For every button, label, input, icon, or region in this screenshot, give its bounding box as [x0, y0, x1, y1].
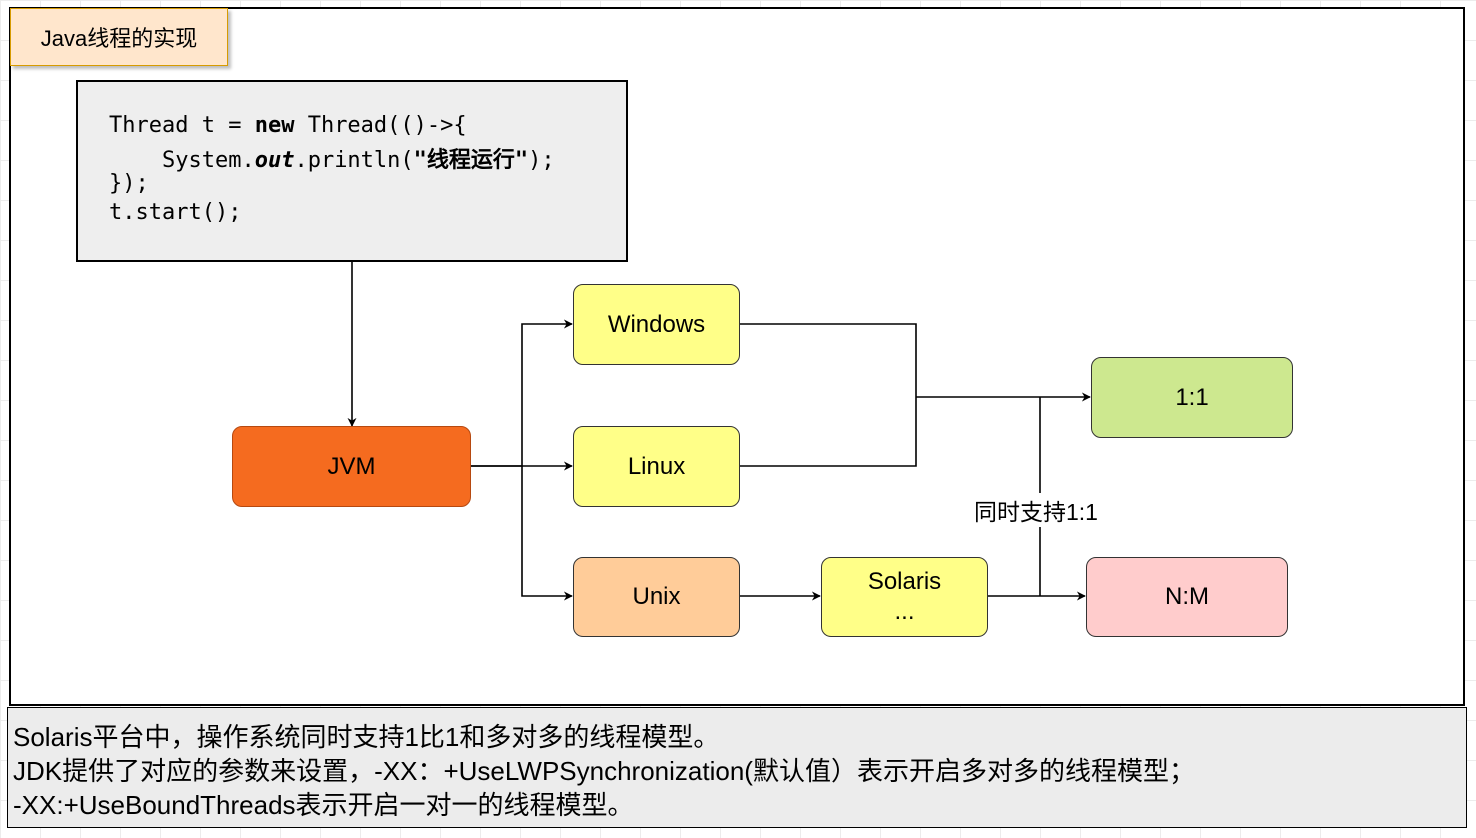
- edge-linux-to-merge: [740, 397, 917, 467]
- edge-jvm-to-unix: [521, 466, 573, 601]
- node-unix-label: Unix: [632, 583, 681, 610]
- node-solaris-ellipsis: ...: [894, 598, 915, 625]
- node-n-to-m-label: N:M: [1165, 583, 1209, 610]
- node-windows-label: Windows: [607, 310, 706, 338]
- diagram-title: Java线程的实现: [10, 8, 228, 66]
- node-solaris-label: Solaris: [867, 568, 942, 595]
- code-line-1: Thread t = new Thread(()->{: [109, 113, 467, 138]
- node-linux: Linux: [573, 426, 740, 507]
- node-linux-label: Linux: [627, 452, 686, 480]
- node-solaris: Solaris ...: [821, 557, 988, 637]
- note-line-1: Solaris平台中，操作系统同时支持1比1和多对多的线程模型。: [13, 722, 720, 752]
- code-line-2: System.out.println("线程运行");: [109, 148, 555, 173]
- explanation-note: Solaris平台中，操作系统同时支持1比1和多对多的线程模型。 JDK提供了对…: [7, 707, 1467, 828]
- code-line-4: t.start();: [109, 200, 242, 225]
- node-jvm-label: JVM: [327, 452, 376, 480]
- note-line-2: JDK提供了对应的参数来设置，-XX：+UseLWPSynchronizatio…: [13, 756, 1195, 786]
- edge-windows-to-merge: [740, 323, 917, 397]
- node-windows: Windows: [573, 284, 740, 365]
- node-n-to-m: N:M: [1086, 557, 1288, 637]
- code-block: Thread t = new Thread(()->{ System.out.p…: [76, 80, 628, 262]
- note-line-3: -XX:+UseBoundThreads表示开启一对一的线程模型。: [13, 790, 634, 820]
- node-one-to-one-label: 1:1: [1175, 383, 1209, 411]
- node-unix: Unix: [573, 557, 740, 637]
- edge-label-support-1-1: 同时支持1:1: [970, 493, 1102, 527]
- node-one-to-one: 1:1: [1091, 357, 1293, 438]
- code-line-3: });: [109, 171, 149, 196]
- node-jvm: JVM: [232, 426, 471, 507]
- edge-jvm-to-windows: [470, 319, 573, 467]
